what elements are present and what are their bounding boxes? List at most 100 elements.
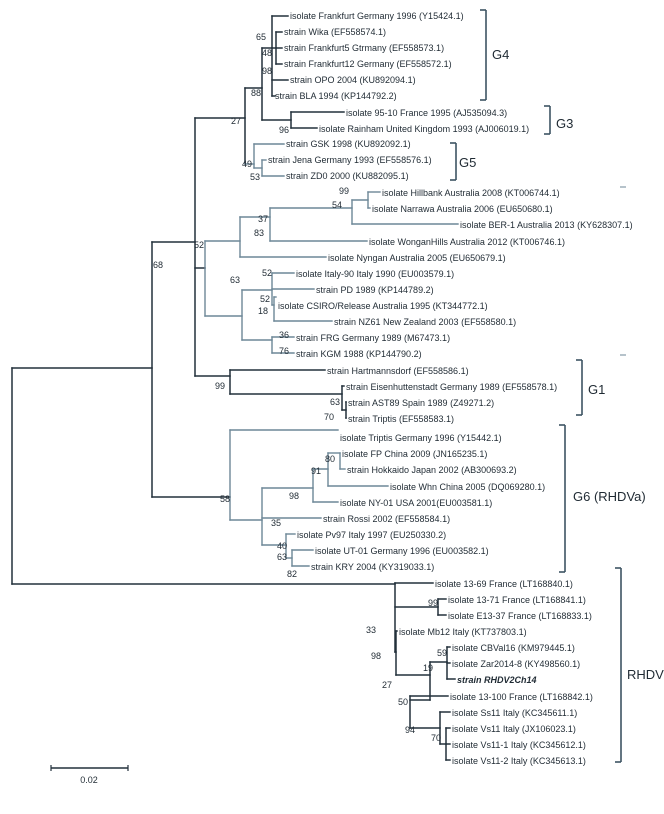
bootstrap-value: 49 xyxy=(242,159,252,169)
bootstrap-value: 98 xyxy=(371,651,381,661)
taxon-label: isolate Vs11-2 Italy (KC345613.1) xyxy=(452,756,586,766)
group-label-g4: G4 xyxy=(492,47,509,62)
bootstrap-value: 50 xyxy=(398,697,408,707)
bootstrap-value: 52 xyxy=(262,268,272,278)
taxon-label: strain BLA 1994 (KP144792.2) xyxy=(275,91,397,101)
taxon-label: isolate Vs11 Italy (JX106023.1) xyxy=(452,724,576,734)
taxon-label: strain OPO 2004 (KU892094.1) xyxy=(290,75,416,85)
bootstrap-value: 54 xyxy=(332,200,342,210)
taxon-label: isolate UT-01 Germany 1996 (EU003582.1) xyxy=(315,546,489,556)
taxon-label: isolate 95-10 France 1995 (AJ535094.3) xyxy=(346,108,507,118)
bootstrap-value: 82 xyxy=(287,569,297,579)
bootstrap-value: 80 xyxy=(325,454,335,464)
taxon-label: isolate CSIRO/Release Australia 1995 (KT… xyxy=(278,301,488,311)
taxon-label: strain AST89 Spain 1989 (Z49271.2) xyxy=(348,398,494,408)
taxon-label: isolate Nyngan Australia 2005 (EU650679.… xyxy=(328,253,506,263)
taxon-label: isolate E13-37 France (LT168833.1) xyxy=(448,611,592,621)
bootstrap-value: 99 xyxy=(339,186,349,196)
taxon-label: isolate Whn China 2005 (DQ069280.1) xyxy=(390,482,545,492)
taxon-label: isolate CBVal16 (KM979445.1) xyxy=(452,643,575,653)
taxon-label: isolate Rainham United Kingdom 1993 (AJ0… xyxy=(319,124,529,134)
group-label-rhdv: RHDV xyxy=(627,667,664,682)
taxon-label: strain KGM 1988 (KP144790.2) xyxy=(296,349,422,359)
group-label-g3: G3 xyxy=(556,116,573,131)
taxon-label: strain GSK 1998 (KU892092.1) xyxy=(286,139,411,149)
bootstrap-value: 33 xyxy=(366,625,376,635)
bootstrap-value: 59 xyxy=(437,648,447,658)
bootstrap-value: 70 xyxy=(324,412,334,422)
taxon-label: isolate Mb12 Italy (KT737803.1) xyxy=(399,627,527,637)
bootstrap-value: 91 xyxy=(311,466,321,476)
bootstrap-value: 36 xyxy=(279,330,289,340)
bootstrap-value: 98 xyxy=(262,66,272,76)
bootstrap-value: 40 xyxy=(277,541,287,551)
group-label-g1: G1 xyxy=(588,382,605,397)
bootstrap-value: 27 xyxy=(382,680,392,690)
taxon-label: strain Frankfurt5 Gtrmany (EF558573.1) xyxy=(284,43,444,53)
taxon-label: strain Rossi 2002 (EF558584.1) xyxy=(323,514,450,524)
taxon-label: isolate Hillbank Australia 2008 (KT00674… xyxy=(382,188,560,198)
bootstrap-value: 99 xyxy=(215,381,225,391)
taxon-label: isolate 13-69 France (LT168840.1) xyxy=(435,579,573,589)
bootstrap-values: 65 48 98 88 27 96 49 53 52 37 99 54 83 6… xyxy=(153,32,447,743)
taxon-label: isolate Pv97 Italy 1997 (EU250330.2) xyxy=(297,530,446,540)
taxon-label: isolate 13-100 France (LT168842.1) xyxy=(450,692,593,702)
taxon-label: strain Hokkaido Japan 2002 (AB300693.2) xyxy=(347,465,517,475)
group-labels: G4 G3 G5 G1 G6 (RHDVa) RHDV xyxy=(459,47,664,682)
taxon-label: strain NZ61 New Zealand 2003 (EF558580.1… xyxy=(334,317,516,327)
bootstrap-value: 52 xyxy=(260,294,270,304)
bootstrap-value: 52 xyxy=(194,240,204,250)
taxon-label: strain Triptis (EF558583.1) xyxy=(348,414,454,424)
scale-bar: 0.02 xyxy=(50,765,129,785)
bootstrap-value: 53 xyxy=(250,172,260,182)
bootstrap-value: 37 xyxy=(258,214,268,224)
taxon-label: strain Wika (EF558574.1) xyxy=(284,27,386,37)
scale-bar-label: 0.02 xyxy=(80,775,98,785)
group-brackets xyxy=(450,9,622,763)
bootstrap-value: 58 xyxy=(220,494,230,504)
bootstrap-value: 27 xyxy=(231,116,241,126)
taxon-label: isolate BER-1 Australia 2013 (KY628307.1… xyxy=(460,220,633,230)
taxon-label: isolate Triptis Germany 1996 (Y15442.1) xyxy=(340,433,502,443)
taxon-label: strain ZD0 2000 (KU882095.1) xyxy=(286,171,409,181)
taxon-label: isolate 13-71 France (LT168841.1) xyxy=(448,595,586,605)
bootstrap-value: 65 xyxy=(256,32,266,42)
taxon-label: isolate NY-01 USA 2001(EU003581.1) xyxy=(340,498,492,508)
taxon-label: strain Hartmannsdorf (EF558586.1) xyxy=(327,366,469,376)
edge-marks xyxy=(620,186,626,356)
bootstrap-value: 83 xyxy=(254,228,264,238)
bootstrap-value: 70 xyxy=(431,733,441,743)
taxon-label: isolate Zar2014-8 (KY498560.1) xyxy=(452,659,580,669)
taxon-label: isolate Frankfurt Germany 1996 (Y15424.1… xyxy=(290,11,464,21)
taxon-label: isolate Vs11-1 Italy (KC345612.1) xyxy=(452,740,586,750)
taxon-labels: isolate Frankfurt Germany 1996 (Y15424.1… xyxy=(268,11,633,766)
bootstrap-value: 35 xyxy=(271,518,281,528)
taxon-label: strain Frankfurt12 Germany (EF558572.1) xyxy=(284,59,452,69)
tree-branches xyxy=(11,15,459,761)
taxon-label: isolate FP China 2009 (JN165235.1) xyxy=(342,449,487,459)
bootstrap-value: 18 xyxy=(258,306,268,316)
group-label-g6: G6 (RHDVa) xyxy=(573,489,646,504)
taxon-label: strain KRY 2004 (KY319033.1) xyxy=(311,562,434,572)
taxon-label-highlighted: strain RHDV2Ch14 xyxy=(457,675,537,685)
taxon-label: isolate Ss11 Italy (KC345611.1) xyxy=(452,708,577,718)
taxon-label: isolate Italy-90 Italy 1990 (EU003579.1) xyxy=(296,269,454,279)
bootstrap-value: 99 xyxy=(428,598,438,608)
bootstrap-value: 96 xyxy=(279,125,289,135)
taxon-label: strain PD 1989 (KP144789.2) xyxy=(316,285,434,295)
taxon-label: isolate WonganHills Australia 2012 (KT00… xyxy=(369,237,565,247)
bootstrap-value: 98 xyxy=(289,491,299,501)
bootstrap-value: 63 xyxy=(230,275,240,285)
bootstrap-value: 19 xyxy=(423,663,433,673)
bootstrap-value: 63 xyxy=(277,552,287,562)
bootstrap-value: 63 xyxy=(330,397,340,407)
bootstrap-value: 76 xyxy=(279,346,289,356)
taxon-label: isolate Narrawa Australia 2006 (EU650680… xyxy=(372,204,553,214)
taxon-label: strain Eisenhuttenstadt Germany 1989 (EF… xyxy=(346,382,557,392)
taxon-label: strain FRG Germany 1989 (M67473.1) xyxy=(296,333,450,343)
group-label-g5: G5 xyxy=(459,155,476,170)
taxon-label: strain Jena Germany 1993 (EF558576.1) xyxy=(268,155,432,165)
bootstrap-value: 48 xyxy=(262,48,272,58)
bootstrap-value: 94 xyxy=(405,725,415,735)
